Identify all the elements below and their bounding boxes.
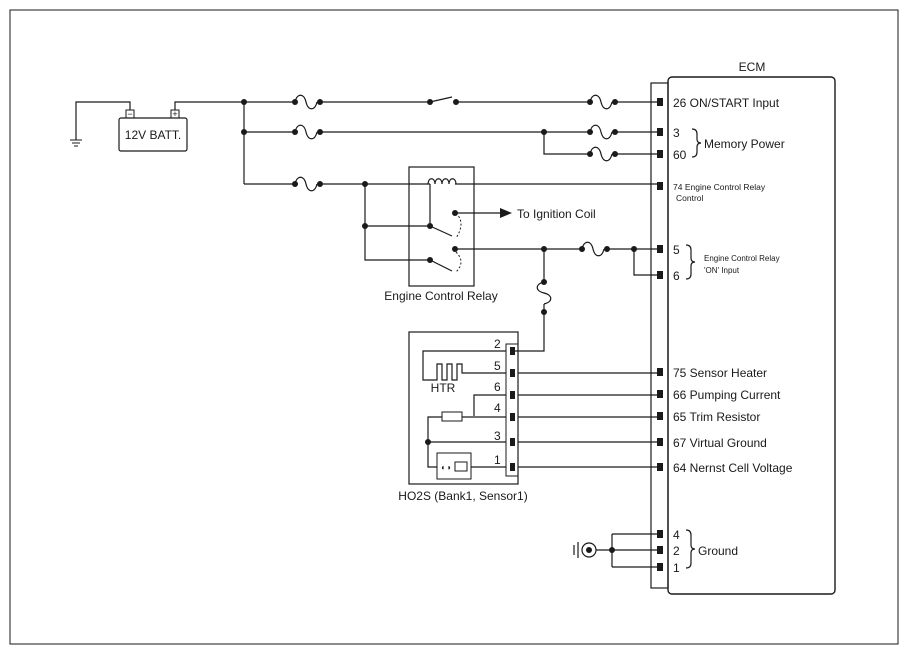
engine-control-relay: Engine Control Relay bbox=[384, 166, 498, 303]
memory-power-label: Memory Power bbox=[704, 137, 785, 151]
relay-feed-circuit bbox=[244, 176, 657, 261]
ho2s-label: HO2S (Bank1, Sensor1) bbox=[398, 489, 527, 503]
ecm-ground-circuit bbox=[573, 533, 657, 568]
pin-26-label: 26 ON/START Input bbox=[673, 96, 780, 110]
fuse-icon bbox=[581, 241, 605, 257]
ground-pin-4-label: 4 bbox=[673, 528, 680, 542]
ho2s-pin-3: 3 bbox=[494, 429, 501, 443]
ecr-on-label-2: 'ON' Input bbox=[704, 266, 740, 275]
ecr-on-label-1: Engine Control Relay bbox=[704, 254, 780, 263]
ecm-title: ECM bbox=[739, 60, 766, 74]
htr-label: HTR bbox=[431, 381, 456, 395]
battery-body bbox=[118, 117, 188, 152]
fuse-icon bbox=[294, 176, 318, 192]
battery-positive-wire bbox=[174, 101, 244, 110]
diagram-frame bbox=[9, 9, 899, 645]
pin-65-label: 65 Trim Resistor bbox=[673, 410, 760, 424]
ho2s-pin-6: 6 bbox=[494, 380, 501, 394]
ignition-switch-circuit bbox=[244, 94, 657, 110]
fuse-icon bbox=[294, 94, 318, 110]
ground-pin-2-label: 2 bbox=[673, 544, 680, 558]
relay-label: Engine Control Relay bbox=[384, 289, 497, 303]
memory-power-circuit bbox=[244, 124, 657, 162]
relay-contact-icon bbox=[429, 225, 453, 237]
ho2s-pin-5: 5 bbox=[494, 359, 501, 373]
heater-element-icon bbox=[422, 350, 506, 381]
fuse-icon bbox=[589, 94, 613, 110]
ground-label: Ground bbox=[698, 544, 738, 558]
nernst-cell-icon bbox=[436, 452, 472, 480]
ho2s-pin-2: 2 bbox=[494, 337, 501, 351]
ground-pin-1-label: 1 bbox=[673, 561, 680, 575]
pin-64-label: 64 Nernst Cell Voltage bbox=[673, 461, 793, 475]
ecm-block: ECM 26 ON/START Input 3 60 Memory Power … bbox=[650, 60, 836, 595]
trim-resistor-icon bbox=[441, 411, 463, 422]
ho2s-sensor: 2 5 6 4 3 1 HTR ◐◑ HO2S (Bank1, Sensor1) bbox=[398, 331, 528, 503]
junction-dots bbox=[241, 99, 637, 553]
pin-75-label: 75 Sensor Heater bbox=[673, 366, 767, 380]
pin-74-label-2: Control bbox=[676, 193, 704, 203]
ho2s-connector bbox=[505, 343, 519, 477]
battery-label: 12V BATT. bbox=[125, 128, 181, 142]
memory-power-brace bbox=[691, 128, 702, 158]
ecm-connector-strip bbox=[650, 82, 669, 589]
ho2s-ecm-wires bbox=[518, 372, 657, 468]
ecm-box bbox=[667, 76, 836, 595]
pin-5-label: 5 bbox=[673, 243, 680, 257]
pin-67-label: 67 Virtual Ground bbox=[673, 436, 767, 450]
fuse-icon bbox=[536, 281, 552, 305]
chassis-ground-icon bbox=[70, 139, 82, 147]
ecr-on-brace bbox=[685, 244, 696, 280]
svg-text:◐◑: ◐◑ bbox=[441, 463, 451, 472]
fuse-icon bbox=[294, 124, 318, 140]
pin-74-label: 74 Engine Control Relay bbox=[673, 182, 766, 192]
relay-box bbox=[408, 166, 475, 287]
battery-ground-wire bbox=[75, 101, 131, 140]
ho2s-pin-4: 4 bbox=[494, 401, 501, 415]
pin-3-label: 3 bbox=[673, 126, 680, 140]
relay-output-circuit bbox=[455, 241, 657, 352]
arrow-right-icon bbox=[500, 208, 512, 218]
fuse-icon bbox=[589, 124, 613, 140]
ground-brace bbox=[685, 529, 696, 569]
pin-66-label: 66 Pumping Current bbox=[673, 388, 781, 402]
ground-point-icon bbox=[581, 542, 597, 558]
ho2s-pin-1: 1 bbox=[494, 453, 501, 467]
ignition-coil-label: To Ignition Coil bbox=[517, 207, 596, 221]
battery-pos-sign: + bbox=[172, 109, 177, 119]
pin-60-label: 60 bbox=[673, 148, 687, 162]
relay-contact-icon bbox=[429, 259, 453, 272]
battery-neg-sign: − bbox=[127, 109, 132, 119]
ignition-switch-icon bbox=[429, 96, 453, 103]
battery: − + 12V BATT. bbox=[118, 109, 188, 152]
ho2s-box bbox=[408, 331, 519, 485]
pin-6-label: 6 bbox=[673, 269, 680, 283]
ecm-pin-squares bbox=[657, 98, 663, 571]
fuse-icon bbox=[589, 146, 613, 162]
relay-coil-icon bbox=[427, 178, 457, 185]
